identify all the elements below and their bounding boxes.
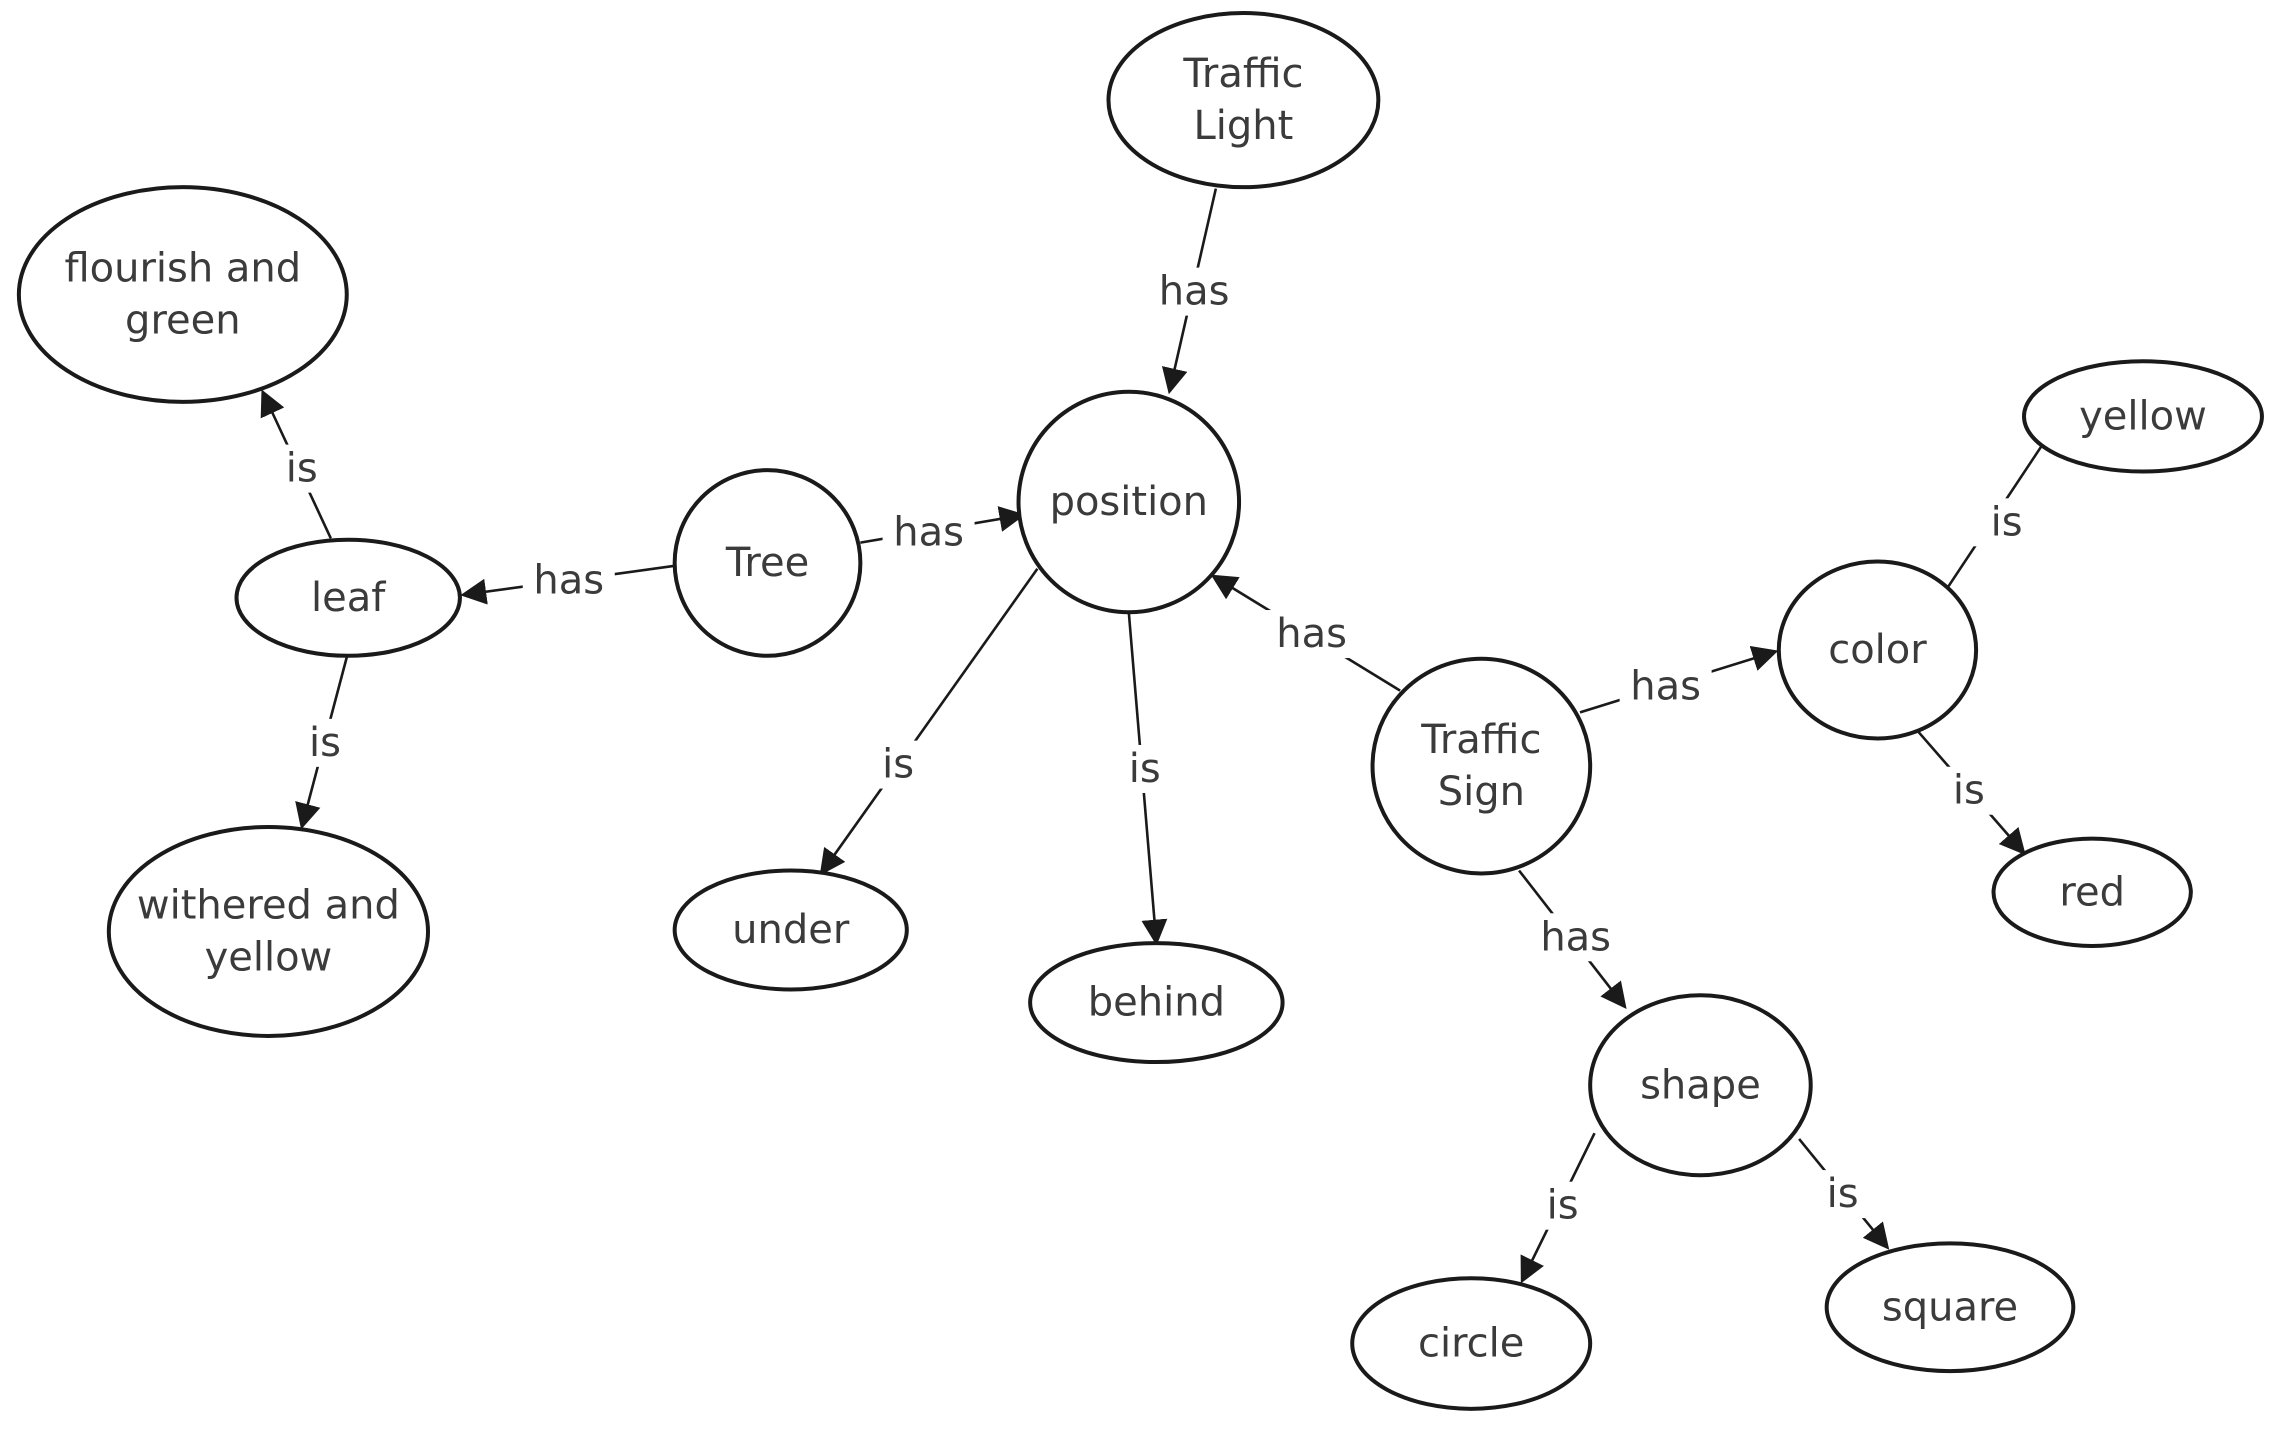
edge-label: is: [309, 720, 341, 766]
edge-label: is: [1547, 1183, 1579, 1229]
node-label: Sign: [1438, 769, 1525, 815]
node-label: Traffic: [1420, 717, 1541, 763]
node-color[interactable]: color: [1776, 559, 1979, 741]
node-yellow[interactable]: yellow: [2021, 359, 2264, 474]
edge-position-is-under: is: [819, 567, 1039, 876]
node-label: square: [1882, 1284, 2018, 1330]
node-label: circle: [1418, 1321, 1524, 1367]
node-ellipse: [16, 185, 349, 404]
edge-leaf-is-withered: is: [292, 656, 358, 830]
edge-label-background: [1529, 913, 1622, 962]
edge-label: has: [1540, 914, 1611, 960]
node-label: green: [125, 298, 241, 344]
edge-label: has: [1276, 611, 1347, 657]
node-position[interactable]: position: [1016, 389, 1242, 615]
edge-label-background: [1935, 766, 2002, 815]
edge-label: is: [1129, 746, 1161, 792]
edge-label: has: [1630, 663, 1701, 709]
node-shape[interactable]: shape: [1588, 993, 1813, 1178]
edge-color-is-red: is: [1915, 728, 2026, 856]
node-ellipse: [672, 868, 909, 992]
node-label: position: [1050, 479, 1208, 525]
edge-label-background: [882, 508, 975, 557]
edge-label: is: [1953, 768, 1985, 814]
node-square[interactable]: square: [1824, 1241, 2076, 1374]
node-ellipse: [1370, 656, 1593, 876]
node-ellipse: [1824, 1241, 2076, 1374]
node-label: red: [2059, 869, 2125, 915]
edge-label-background: [1529, 1181, 1596, 1230]
edge-traffic-sign-has-position: has: [1210, 574, 1401, 692]
edge-traffic-sign-has-shape: has: [1518, 869, 1627, 1009]
edge-label: is: [882, 742, 914, 788]
edge-label: has: [1159, 269, 1230, 315]
edge-label-background: [1265, 610, 1358, 659]
node-behind[interactable]: behind: [1028, 941, 1285, 1065]
edges-layer: has has has is is is is has has is is has is is: [260, 188, 2059, 1284]
node-ellipse: [106, 825, 431, 1038]
node-leaf[interactable]: leaf: [234, 537, 462, 658]
node-label: yellow: [205, 934, 333, 980]
edge-traffic-sign-has-color: has: [1579, 645, 1779, 714]
edge-label-background: [292, 718, 358, 767]
node-red[interactable]: red: [1991, 836, 2193, 948]
node-ellipse: [1106, 11, 1381, 190]
edge-label: has: [893, 509, 964, 555]
node-ellipse: [1776, 559, 1979, 741]
node-ellipse: [234, 537, 462, 658]
node-ellipse: [1588, 993, 1813, 1178]
edge-tree-has-leaf: has: [460, 556, 675, 605]
node-ellipse: [2021, 359, 2264, 474]
edge-label: has: [533, 557, 604, 603]
node-under[interactable]: under: [672, 868, 909, 992]
edge-line: [819, 567, 1039, 876]
node-label: withered and: [137, 882, 400, 928]
node-label: leaf: [311, 575, 386, 621]
edge-traffic-light-has-position: has: [1148, 188, 1241, 395]
edge-tree-has-position: has: [860, 506, 1026, 557]
edge-label-background: [865, 740, 932, 789]
edge-label-background: [1809, 1170, 1876, 1219]
edge-label-background: [522, 556, 615, 605]
edge-label-background: [1148, 267, 1241, 316]
node-label: Light: [1194, 103, 1294, 149]
node-ellipse: [1350, 1276, 1593, 1411]
edge-label-background: [1619, 662, 1712, 711]
node-label: Tree: [725, 540, 809, 586]
node-ellipse: [672, 468, 863, 658]
edge-shape-is-circle: is: [1520, 1132, 1596, 1284]
node-flourish-and-green[interactable]: flourish and green: [16, 185, 349, 404]
node-label: flourish and: [64, 246, 301, 292]
edge-label: is: [1991, 499, 2023, 545]
node-label: under: [732, 907, 850, 953]
edge-label-background: [268, 444, 335, 493]
node-circle[interactable]: circle: [1350, 1276, 1593, 1411]
edge-label: is: [286, 446, 318, 492]
node-label: Traffic: [1182, 51, 1303, 97]
edge-label-background: [1973, 498, 2040, 547]
edge-label-background: [1111, 744, 1178, 793]
node-label: behind: [1088, 980, 1225, 1026]
node-withered-and-yellow[interactable]: withered and yellow: [106, 825, 431, 1038]
edge-position-is-behind: is: [1111, 612, 1178, 946]
node-ellipse: [1016, 389, 1242, 615]
node-label: shape: [1640, 1062, 1761, 1108]
node-label: yellow: [2079, 393, 2207, 439]
edge-shape-is-square: is: [1798, 1138, 1890, 1250]
node-label: color: [1828, 627, 1927, 673]
node-ellipse: [1991, 836, 2193, 948]
edge-label: is: [1827, 1171, 1859, 1217]
edge-color-is-yellow: is: [1947, 420, 2059, 587]
node-ellipse: [1028, 941, 1285, 1065]
edge-leaf-is-flourish: is: [260, 389, 335, 539]
node-tree[interactable]: Tree: [672, 468, 863, 658]
